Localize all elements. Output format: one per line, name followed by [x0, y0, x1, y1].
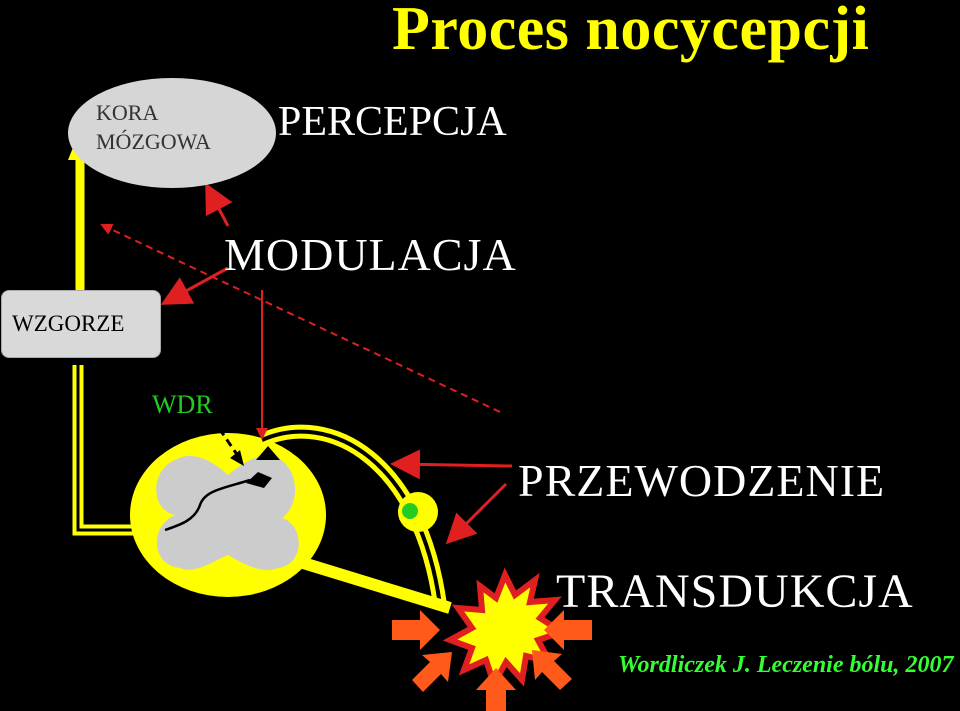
wdr-label: WDR [152, 390, 213, 419]
drg-label: DRG [336, 528, 391, 557]
red-arrows [100, 182, 513, 545]
interneuron-fiber [164, 478, 251, 532]
stage-modulation: MODULACJA [224, 229, 517, 280]
stimulus-arrows [392, 610, 592, 711]
wdr-neuron [246, 472, 272, 488]
thalamus-label: WZGORZE [12, 311, 125, 336]
spinal-cord [130, 433, 326, 597]
citation: Wordliczek J. Leczenie bólu, 2007 [618, 652, 954, 678]
cortex-label: KORA MÓZGOWA [96, 98, 211, 156]
stage-transduction: TRANSDUKCJA [556, 565, 914, 618]
cortex-label-line1: KORA [96, 100, 159, 125]
stage-conduction: PRZEWODZENIE [518, 455, 886, 506]
stimulus-arrow-lower-left [412, 652, 452, 692]
primary-afferent [259, 424, 452, 614]
thalamus-box [1, 290, 161, 358]
synapse-terminal [256, 446, 280, 460]
cortex-label-line2: MÓZGOWA [96, 129, 211, 154]
wdr-pointer [210, 417, 244, 466]
stage-perception: PERCEPCJA [278, 99, 507, 145]
drg-cell-body [402, 503, 418, 519]
stimulus-arrow-lower-right [532, 650, 572, 690]
stimulus-arrow-left [392, 610, 440, 650]
stimulus-arrow-right [544, 610, 592, 650]
slide-title: Proces nocycepcji [392, 0, 870, 63]
drg-ganglion [398, 492, 438, 532]
cortex-oval [68, 78, 276, 188]
stimulus-arrow-bottom [476, 668, 516, 711]
